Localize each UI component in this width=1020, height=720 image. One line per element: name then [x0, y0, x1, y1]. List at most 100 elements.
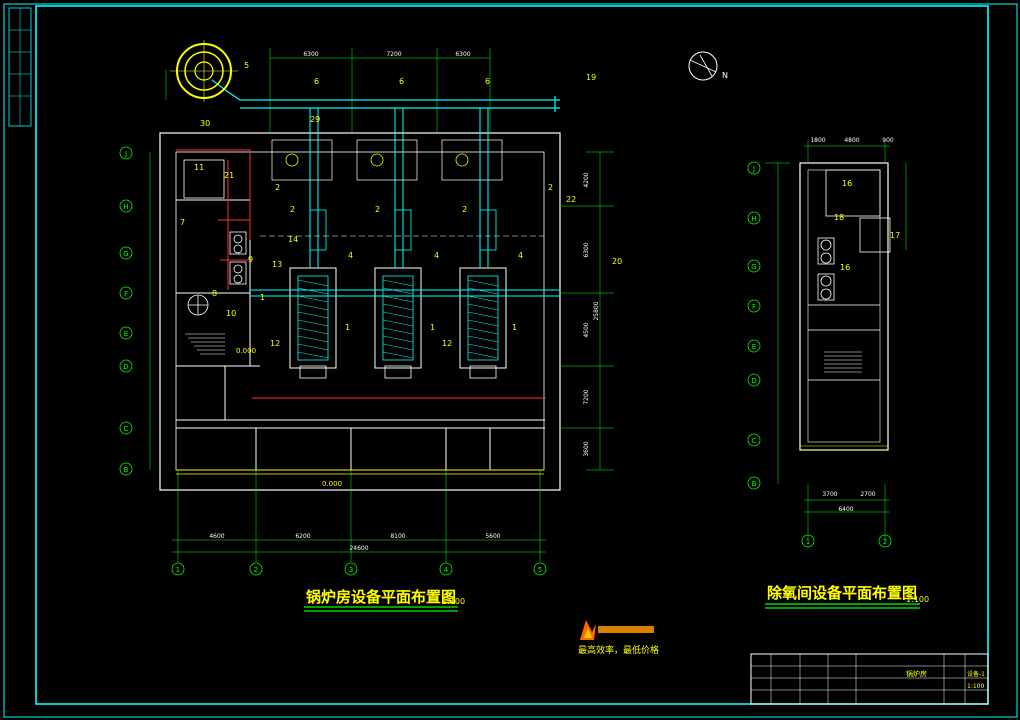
dim-right-total: 25800 [593, 301, 600, 320]
deaerator-row-bubble-G-label: G [751, 263, 756, 271]
equipment-number: 11 [194, 163, 204, 172]
dim-bottom: 4600 [209, 533, 224, 540]
equipment-number: 19 [586, 73, 596, 82]
dim-top: 6300 [455, 51, 470, 58]
dim-bottom: 5600 [485, 533, 500, 540]
equipment-number: 22 [566, 195, 576, 204]
boiler-unit-number: 1 [260, 293, 265, 302]
boiler-col-bubble-4: 4 [439, 562, 453, 576]
chimney-icon [165, 40, 238, 102]
boiler-col-bubble-3-label: 3 [349, 566, 353, 574]
dim-right: 3600 [583, 441, 590, 456]
boiler-col-bubble-1-label: 1 [176, 566, 180, 574]
dim-right: 4500 [583, 322, 590, 337]
deaerator-col-bubble-2-label: 2 [883, 538, 887, 546]
boiler-col-bubble-1: 1 [171, 562, 185, 576]
dea-dim-bottom: 2700 [860, 491, 875, 498]
boiler-row-bubble-C: C [119, 421, 133, 435]
boiler-col-bubble-5: 5 [533, 562, 547, 576]
duct-number: 6 [485, 77, 490, 86]
equipment-number: 21 [224, 171, 234, 180]
deaerator-row-bubble-E: E [747, 339, 761, 353]
duct-number: 6 [314, 77, 319, 86]
red-pipeline [176, 149, 546, 399]
boiler-row-bubble-H: H [119, 199, 133, 213]
boiler-unit-number: 1 [430, 323, 435, 332]
equipment-number: 7 [180, 218, 185, 227]
boiler-row-bubble-F-label: F [124, 290, 128, 298]
dim-top: 6300 [303, 51, 318, 58]
deaerator-row-bubble-H-label: H [751, 215, 756, 223]
boiler-units [250, 108, 560, 379]
deaerator-row-bubble-D-label: D [751, 377, 756, 385]
boiler-col-bubble-2: 2 [249, 562, 263, 576]
pump-group [183, 159, 247, 316]
boiler-unit-number: 1 [345, 323, 350, 332]
boiler-col-bubble-5-label: 5 [538, 566, 542, 574]
elevation-main: 0.000 [322, 480, 342, 488]
boiler-grid-col-bubbles: 1 2 3 4 5 [171, 562, 547, 576]
title-block: 锅炉房 设备-1 1:100 [750, 653, 989, 705]
boiler-plan-scale: 1:100 [442, 597, 465, 606]
deaerator-row-bubble-J: J [747, 161, 761, 175]
deaerator-plan-title: 除氧间设备平面布置图 [767, 584, 917, 602]
deaerator-row-bubble-E-label: E [752, 343, 756, 351]
fan-number: 2 [375, 205, 380, 214]
dust-collector-number: 4 [518, 251, 523, 260]
drawing-frame [3, 3, 1018, 718]
dea-dim-top: 1800 [810, 137, 825, 144]
boiler-row-bubble-B-label: B [124, 466, 129, 474]
watermark-slogan: 最高效率，最低价格 [578, 644, 659, 656]
fan-number: 2 [548, 183, 553, 192]
boiler-row-bubble-E-label: E [124, 330, 128, 338]
duct-number: 6 [399, 77, 404, 86]
equipment-number: 20 [612, 257, 622, 266]
boiler-col-bubble-3: 3 [344, 562, 358, 576]
dim-right: 6300 [583, 242, 590, 257]
dim-bottom-total: 24600 [349, 545, 368, 552]
fan-number: 2 [462, 205, 467, 214]
deaerator-plan-scale: 1:100 [906, 595, 929, 604]
dim-right: 4200 [583, 172, 590, 187]
deaerator-row-bubble-D: D [747, 373, 761, 387]
boiler-unit [441, 108, 507, 379]
equipment-number: 13 [272, 260, 282, 269]
boiler-row-bubble-H-label: H [123, 203, 128, 211]
dea-dim-top: 4800 [844, 137, 859, 144]
stair-icon [185, 333, 225, 355]
boiler-row-bubble-F: F [119, 286, 133, 300]
deaerator-col-bubble-1-label: 1 [806, 538, 810, 546]
title-block-scale: 1:100 [967, 683, 984, 690]
equipment-number: 29 [310, 115, 320, 124]
title-block-drawing-name: 锅炉房 [906, 669, 927, 678]
boiler-row-bubble-E: E [119, 326, 133, 340]
equipment-number: 17 [890, 231, 900, 240]
equipment-number: 5 [244, 61, 249, 70]
boiler-unit [356, 108, 422, 379]
boiler-unit-number: 1 [512, 323, 517, 332]
dea-dim-bottom: 3700 [822, 491, 837, 498]
fan-number: 2 [290, 205, 295, 214]
dim-bottom: 8100 [390, 533, 405, 540]
title-block-sheet-code: 设备-1 [967, 670, 985, 678]
equipment-number: 16 [842, 179, 852, 188]
company-logo: 最高效率，最低价格 [578, 620, 659, 656]
flue-duct [211, 79, 560, 112]
boiler-unit [271, 108, 337, 379]
boiler-row-bubble-J: J [119, 146, 133, 160]
equipment-number: 10 [226, 309, 236, 318]
boiler-plan-title: 锅炉房设备平面布置图 [306, 588, 456, 606]
boiler-col-bubble-2-label: 2 [254, 566, 258, 574]
equipment-number: 8 [212, 289, 217, 298]
dea-dim-top: 900 [882, 137, 894, 144]
north-arrow-icon: N [688, 51, 728, 81]
deaerator-row-bubble-F: F [747, 299, 761, 313]
